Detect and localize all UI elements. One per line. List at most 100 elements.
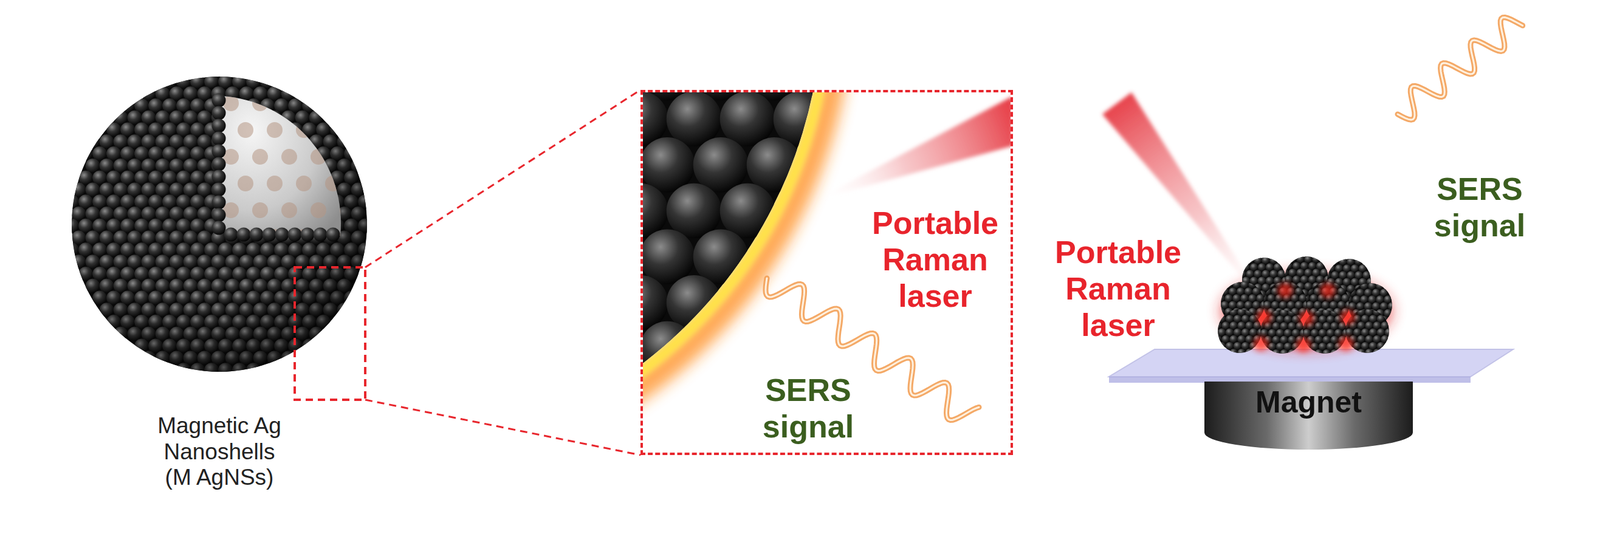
bead <box>1284 261 1293 270</box>
bead <box>1364 321 1373 330</box>
signal-label: SERS signal <box>1418 171 1541 245</box>
bead <box>1260 329 1269 338</box>
bead <box>1233 328 1242 337</box>
bead <box>1284 342 1292 351</box>
bead-sphere <box>64 74 373 377</box>
bead <box>1383 309 1392 318</box>
bead <box>1287 322 1296 330</box>
bead <box>1236 287 1245 296</box>
bead <box>1322 271 1331 279</box>
bead <box>1372 288 1381 297</box>
bead <box>1290 280 1299 289</box>
glass-slide <box>1109 349 1514 377</box>
bead <box>1333 294 1342 303</box>
bead <box>1220 287 1229 296</box>
hotspot <box>1277 283 1293 298</box>
bead <box>1356 348 1365 357</box>
bead <box>1249 314 1258 323</box>
bead-sphere <box>1237 256 1290 306</box>
bead <box>666 275 722 331</box>
bead <box>1308 261 1317 270</box>
bead <box>1350 264 1359 273</box>
bead <box>1380 321 1389 330</box>
bead <box>1248 280 1257 289</box>
bead <box>1233 342 1242 351</box>
bead <box>1356 288 1365 297</box>
bead <box>1244 301 1253 310</box>
bead <box>1346 257 1355 266</box>
rim-bead <box>212 119 227 134</box>
bead <box>1304 282 1312 291</box>
core-dot <box>281 95 298 112</box>
bead <box>1387 302 1396 311</box>
bead <box>1380 288 1388 297</box>
bead <box>1240 294 1249 303</box>
magnet-label: Magnet <box>1204 385 1413 421</box>
bead <box>1296 268 1305 277</box>
bead <box>1252 287 1261 296</box>
rim-bead <box>212 221 227 236</box>
rim-bead <box>212 106 227 121</box>
bead <box>1326 329 1335 338</box>
bead <box>1364 348 1373 357</box>
bead <box>1356 335 1365 344</box>
bead <box>1229 321 1238 330</box>
bead <box>1375 295 1384 304</box>
bead-sphere <box>1322 257 1375 307</box>
bead <box>1353 342 1362 351</box>
bead <box>1309 294 1318 303</box>
bead <box>1322 308 1331 317</box>
core-dot <box>325 175 341 192</box>
bead <box>1318 329 1327 338</box>
bead <box>1271 349 1280 358</box>
bead <box>1233 314 1242 323</box>
laser-label: Portable Raman laser <box>856 205 1015 315</box>
bead <box>666 92 722 147</box>
bead <box>1237 321 1246 330</box>
bead <box>1372 302 1381 311</box>
bead <box>1287 308 1296 317</box>
text-slot: Portable Raman laser <box>856 205 1015 315</box>
bead <box>1326 342 1335 351</box>
bead <box>1311 268 1320 277</box>
hotspot <box>1296 337 1311 353</box>
bead <box>1241 342 1250 351</box>
bead <box>1352 295 1360 304</box>
bead <box>1372 321 1381 330</box>
bead <box>1310 329 1319 338</box>
bead <box>1256 294 1264 303</box>
bead <box>1279 322 1288 330</box>
bead <box>1245 308 1254 316</box>
rim-bead <box>249 227 264 242</box>
bead <box>1304 268 1312 277</box>
bead <box>1287 349 1296 358</box>
bead <box>1228 301 1237 310</box>
bead <box>1352 281 1360 290</box>
bead <box>1369 342 1377 351</box>
bead <box>1322 336 1331 344</box>
bead <box>720 183 776 239</box>
zoom-line <box>365 89 641 268</box>
bead <box>1245 256 1254 265</box>
bead <box>1298 294 1307 303</box>
bead <box>1259 294 1267 303</box>
bead <box>1346 271 1355 279</box>
bead <box>1245 335 1254 344</box>
bead <box>1318 342 1327 351</box>
bead <box>1348 302 1357 311</box>
bead <box>1265 263 1274 272</box>
sers-wave <box>1397 17 1523 121</box>
bead <box>1364 308 1373 316</box>
hotspot <box>1256 309 1272 325</box>
rim-bead <box>313 227 328 242</box>
illustration-part <box>71 76 368 372</box>
bead <box>1375 281 1384 290</box>
bead <box>1273 263 1282 272</box>
bead <box>1266 294 1275 303</box>
rim-bead <box>212 170 227 185</box>
bead <box>1291 329 1300 338</box>
bead <box>1290 294 1299 303</box>
wave-inner <box>1397 17 1523 121</box>
bead <box>1330 336 1339 344</box>
